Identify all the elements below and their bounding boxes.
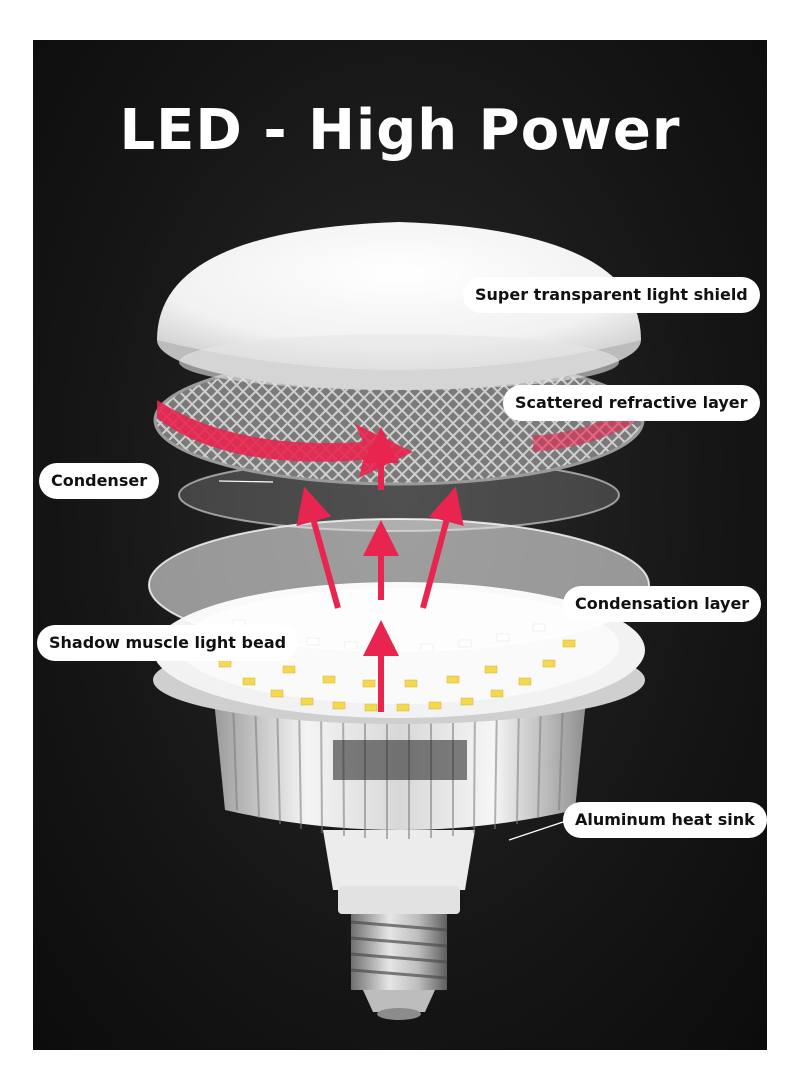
label-light-bead: Shadow muscle light bead — [37, 625, 299, 661]
page-title: LED - High Power — [119, 98, 681, 163]
leader-lines — [218, 480, 570, 841]
product-image-frame: LED - High Power Super transparent light… — [33, 40, 767, 1050]
dome-shield — [157, 222, 641, 390]
label-condenser: Condenser — [39, 463, 160, 499]
exploded-bulb-diagram — [148, 222, 650, 1020]
label-heat-sink: Aluminum heat sink — [563, 802, 767, 838]
condensation-disc — [148, 518, 650, 652]
label-condensation-layer: Condensation layer — [563, 586, 762, 622]
screw-base — [350, 910, 448, 1020]
base-collar — [323, 830, 475, 914]
arrow-right — [420, 486, 464, 609]
label-light-shield: Super transparent light shield — [463, 277, 760, 313]
light-arrows — [296, 427, 464, 712]
arrow-left — [296, 486, 341, 609]
label-refractive-layer: Scattered refractive layer — [503, 385, 760, 421]
heat-sink — [213, 690, 587, 839]
